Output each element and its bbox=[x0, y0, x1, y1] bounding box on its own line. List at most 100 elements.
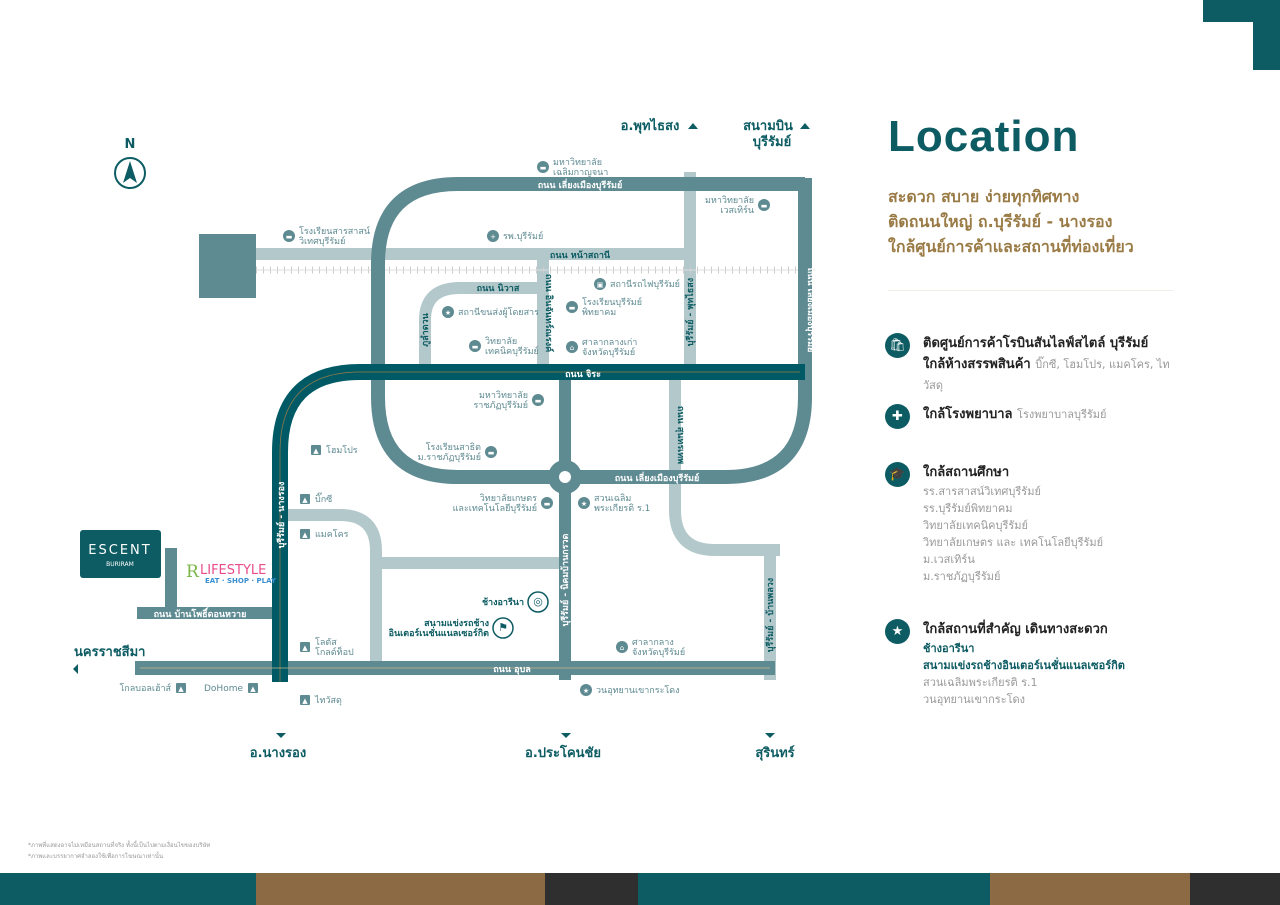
minor-roads bbox=[256, 172, 780, 680]
svg-text:★: ★ bbox=[445, 309, 451, 317]
roundabout bbox=[548, 460, 582, 494]
arrow-up-icon bbox=[800, 123, 810, 129]
footer-bar bbox=[990, 873, 1190, 905]
place-label: วิเทศบุรีรัมย์ bbox=[299, 235, 345, 247]
svg-text:★: ★ bbox=[581, 500, 587, 508]
place-old_hall: ⌂ ศาลากลางเก่าจังหวัดบุรีรัมย์ bbox=[566, 338, 637, 358]
svg-text:⌂: ⌂ bbox=[620, 644, 624, 652]
place-pittayakom: ▬โรงเรียนบุรีรัมย์พิทยาคม bbox=[566, 296, 642, 318]
road-label: บุรีรัมย์ - นิคมบ้านกรวด bbox=[559, 533, 571, 626]
road-label: ภูลำดวน bbox=[420, 312, 431, 346]
star-icon bbox=[580, 684, 592, 696]
place-label: จังหวัดบุรีรัมย์ bbox=[632, 646, 685, 658]
robinson-lifestyle-logo: R LIFESTYLE EAT · SHOP · PLAY bbox=[186, 562, 277, 585]
svg-text:▬: ▬ bbox=[286, 233, 293, 241]
svg-text:⌂: ⌂ bbox=[570, 344, 574, 352]
svg-text:▲: ▲ bbox=[302, 644, 308, 652]
place-park: ★สวนเฉลิมพระเกียรติ ร.1 bbox=[578, 493, 650, 514]
place-label: แมคโคร bbox=[315, 529, 349, 540]
shop-icon bbox=[300, 494, 310, 504]
section-heading: ใกล้สถานศึกษา bbox=[923, 465, 1010, 480]
footer-bar bbox=[638, 873, 990, 905]
school-icon bbox=[758, 199, 770, 211]
place-label: โลตัส bbox=[315, 637, 337, 648]
svg-text:◎: ◎ bbox=[533, 595, 543, 608]
shopping-bag-icon: 🛍 bbox=[885, 333, 910, 358]
place-label: เฉลิมกาญจนา bbox=[553, 167, 608, 178]
school-icon bbox=[541, 497, 553, 509]
place-label: เวสเทิร์น bbox=[720, 204, 754, 216]
place-label: ศาลากลาง bbox=[632, 638, 674, 648]
place-label: รพ.บุรีรัมย์ bbox=[503, 230, 543, 242]
school-icon bbox=[532, 394, 544, 406]
place-hospital: + รพ.บุรีรัมย์ bbox=[487, 230, 543, 242]
arrow-left-icon bbox=[73, 664, 78, 674]
block bbox=[199, 234, 256, 298]
place-label: เทคนิคบุรีรัมย์ bbox=[485, 345, 539, 357]
direction-airport: สนามบิน bbox=[743, 119, 793, 134]
place-label: จังหวัดบุรีรัมย์ bbox=[582, 346, 635, 358]
list-item: สนามแข่งรถช้างอินเตอร์เนชั่นแนลเซอร์กิต bbox=[923, 659, 1125, 672]
svg-text:R: R bbox=[186, 562, 200, 582]
svg-text:▲: ▲ bbox=[313, 447, 319, 455]
svg-text:EAT · SHOP · PLAY: EAT · SHOP · PLAY bbox=[205, 577, 277, 585]
footer-bar bbox=[545, 873, 638, 905]
section-landmarks: ★ ใกล้สถานที่สำคัญ เดินทางสะดวก ช้างอารี… bbox=[885, 619, 1185, 708]
direction-nakhon: นครราชสีมา bbox=[74, 644, 145, 660]
place-satit: ▬โรงเรียนสาธิตม.ราชภัฏบุรีรัมย์ bbox=[418, 442, 497, 463]
star-icon bbox=[442, 306, 454, 318]
location-panel: Location สะดวก สบาย ง่ายทุกทิศทาง ติดถนน… bbox=[888, 112, 1188, 259]
place-train: ▣สถานีรถไฟบุรีรัมย์ bbox=[594, 278, 680, 290]
list-item: ม.ราชภัฏบุรีรัมย์ bbox=[923, 570, 1001, 583]
place-label: วนอุทยานเขากระโดง bbox=[596, 685, 680, 696]
place-label: บิ๊กซี bbox=[315, 492, 332, 505]
place-label: สถานีรถไฟบุรีรัมย์ bbox=[610, 278, 680, 290]
road-label: ถนน นิวาส bbox=[477, 283, 520, 294]
stadium-icon bbox=[527, 591, 549, 613]
svg-text:BURIRAM: BURIRAM bbox=[106, 561, 134, 568]
plus-icon: ✚ bbox=[885, 404, 910, 429]
place-technic: ▬วิทยาลัยเทคนิคบุรีรัมย์ bbox=[469, 336, 539, 357]
svg-text:+: + bbox=[490, 233, 496, 241]
place-label: สถานีขนส่งผู้โดยสาร bbox=[458, 307, 539, 318]
subtitle-line: ใกล้ศูนย์การค้าและสถานที่ท่องเที่ยว bbox=[888, 237, 1134, 256]
place-label: อินเตอร์เนชั่นแนลเซอร์กิต bbox=[388, 626, 489, 639]
compass-label: N bbox=[125, 137, 136, 152]
shop-icon bbox=[248, 683, 258, 693]
corner-decoration bbox=[1253, 22, 1280, 70]
list-item: วิทยาลัยเทคนิคบุรีรัมย์ bbox=[923, 519, 1028, 532]
shop-icon bbox=[311, 445, 321, 455]
place-thaiwatsadu: ▲ไทวัสดุ bbox=[300, 695, 342, 706]
list-item: รร.สารสาสน์วิเทศบุรีรัมย์ bbox=[923, 485, 1041, 498]
road-label: ถนน อุบล bbox=[493, 665, 531, 675]
hall-icon bbox=[566, 341, 578, 353]
section-shopping: 🛍 ติดศูนย์การค้าโรบินสันไลฟ์สไตล์ บุรีรั… bbox=[885, 333, 1185, 396]
place-globalhouse: ▲โกลบอลเฮ้าส์ bbox=[119, 682, 186, 694]
place-label: ศาลากลางเก่า bbox=[582, 338, 637, 348]
svg-text:⚑: ⚑ bbox=[498, 621, 508, 634]
road-label: ถนน เลี่ยงเมืองบุรีรัมย์ bbox=[805, 268, 818, 353]
place-khao: ★ วนอุทยานเขากระโดง bbox=[580, 684, 680, 696]
section-heading: ใกล้ห้างสรรพสินค้า bbox=[923, 357, 1031, 372]
road-label: บุรีรัมย์ - พุทไธสง bbox=[684, 278, 696, 346]
svg-text:★: ★ bbox=[583, 687, 589, 695]
subtitle-line: สะดวก สบาย ง่ายทุกทิศทาง bbox=[888, 187, 1080, 206]
hospital-icon bbox=[487, 230, 499, 242]
disclaimer: *ภาพที่แสดงอาจไม่เหมือนสถานที่จริง ทั้งน… bbox=[28, 842, 211, 849]
place-label: โรงเรียนสาธิต bbox=[426, 442, 481, 453]
svg-text:▬: ▬ bbox=[535, 397, 542, 405]
shop-icon bbox=[176, 683, 186, 693]
ring-road bbox=[371, 177, 812, 484]
page-title: Location bbox=[888, 112, 1080, 161]
direction-surin: สุรินทร์ bbox=[755, 745, 794, 761]
list-item: รร.บุรีรัมย์พิทยาคม bbox=[923, 502, 1013, 515]
svg-text:LIFESTYLE: LIFESTYLE bbox=[200, 563, 266, 578]
corner-decoration bbox=[1203, 0, 1280, 22]
place-bigc: ▲บิ๊กซี bbox=[300, 492, 332, 505]
place-makro: ▲แมคโคร bbox=[300, 529, 349, 540]
